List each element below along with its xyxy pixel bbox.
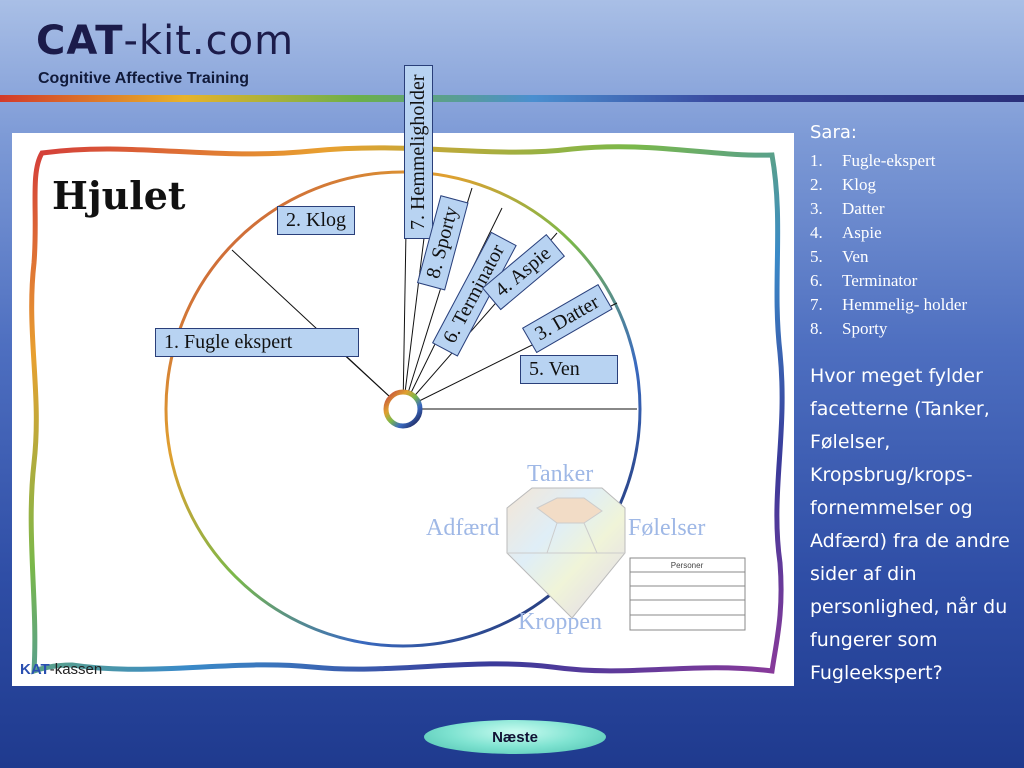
slide-title: Hjulet <box>52 173 186 218</box>
sidebar-list: Sara: 1.Fugle-ekspert 2.Klog 3.Datter 4.… <box>810 122 1020 341</box>
personer-label: Personer <box>671 561 704 570</box>
question-text: Hvor meget fylder facetterne (Tanker, Fø… <box>810 365 1010 684</box>
role-list: 1.Fugle-ekspert 2.Klog 3.Datter 4.Aspie … <box>810 149 1020 341</box>
personer-table <box>629 557 746 631</box>
wheel-circle <box>164 170 642 648</box>
logo-cat: CAT <box>36 18 124 64</box>
list-item: 1.Fugle-ekspert <box>810 151 936 170</box>
list-item: 5.Ven <box>810 247 869 266</box>
wheel-hub <box>383 389 423 429</box>
box-fugle-ekspert: 1. Fugle ekspert <box>155 328 359 357</box>
logo-wordmark: CAT-kit.com <box>36 18 294 64</box>
facet-tanker: Tanker <box>527 461 594 487</box>
box-hemmeligholder: 7. Hemmeligholder <box>404 65 433 239</box>
kat-brand-rest: -kassen <box>49 661 103 678</box>
next-button[interactable]: Næste <box>424 720 606 754</box>
logo-rest: -kit.com <box>123 18 295 64</box>
rainbow-divider <box>0 95 1024 102</box>
list-item: 3.Datter <box>810 199 885 218</box>
facet-kroppen: Kroppen <box>518 609 602 635</box>
person-name: Sara: <box>810 122 857 143</box>
wavy-frame <box>28 144 785 675</box>
logo-subtitle: Cognitive Affective Training <box>38 70 249 87</box>
facet-gem <box>506 487 626 619</box>
cat-kit-logo: CAT-kit.com Cognitive Affective Training <box>36 18 296 96</box>
kat-brand: KAT <box>20 661 50 678</box>
facet-folelser: Følelser <box>628 515 706 541</box>
wheel-slide: Personer Hjulet 2. Klog 1. Fugle ekspert… <box>12 65 794 686</box>
box-ven: 5. Ven <box>520 355 618 384</box>
kat-kassen-logo: KAT-kassen <box>20 661 102 678</box>
list-item: 2.Klog <box>810 175 876 194</box>
list-item: 7.Hemmelig- holder <box>810 295 968 314</box>
list-item: 8.Sporty <box>810 319 888 338</box>
list-item: 4.Aspie <box>810 223 882 242</box>
box-klog: 2. Klog <box>277 206 355 235</box>
list-item: 6.Terminator <box>810 271 918 290</box>
facet-adfaerd: Adfærd <box>426 515 500 541</box>
